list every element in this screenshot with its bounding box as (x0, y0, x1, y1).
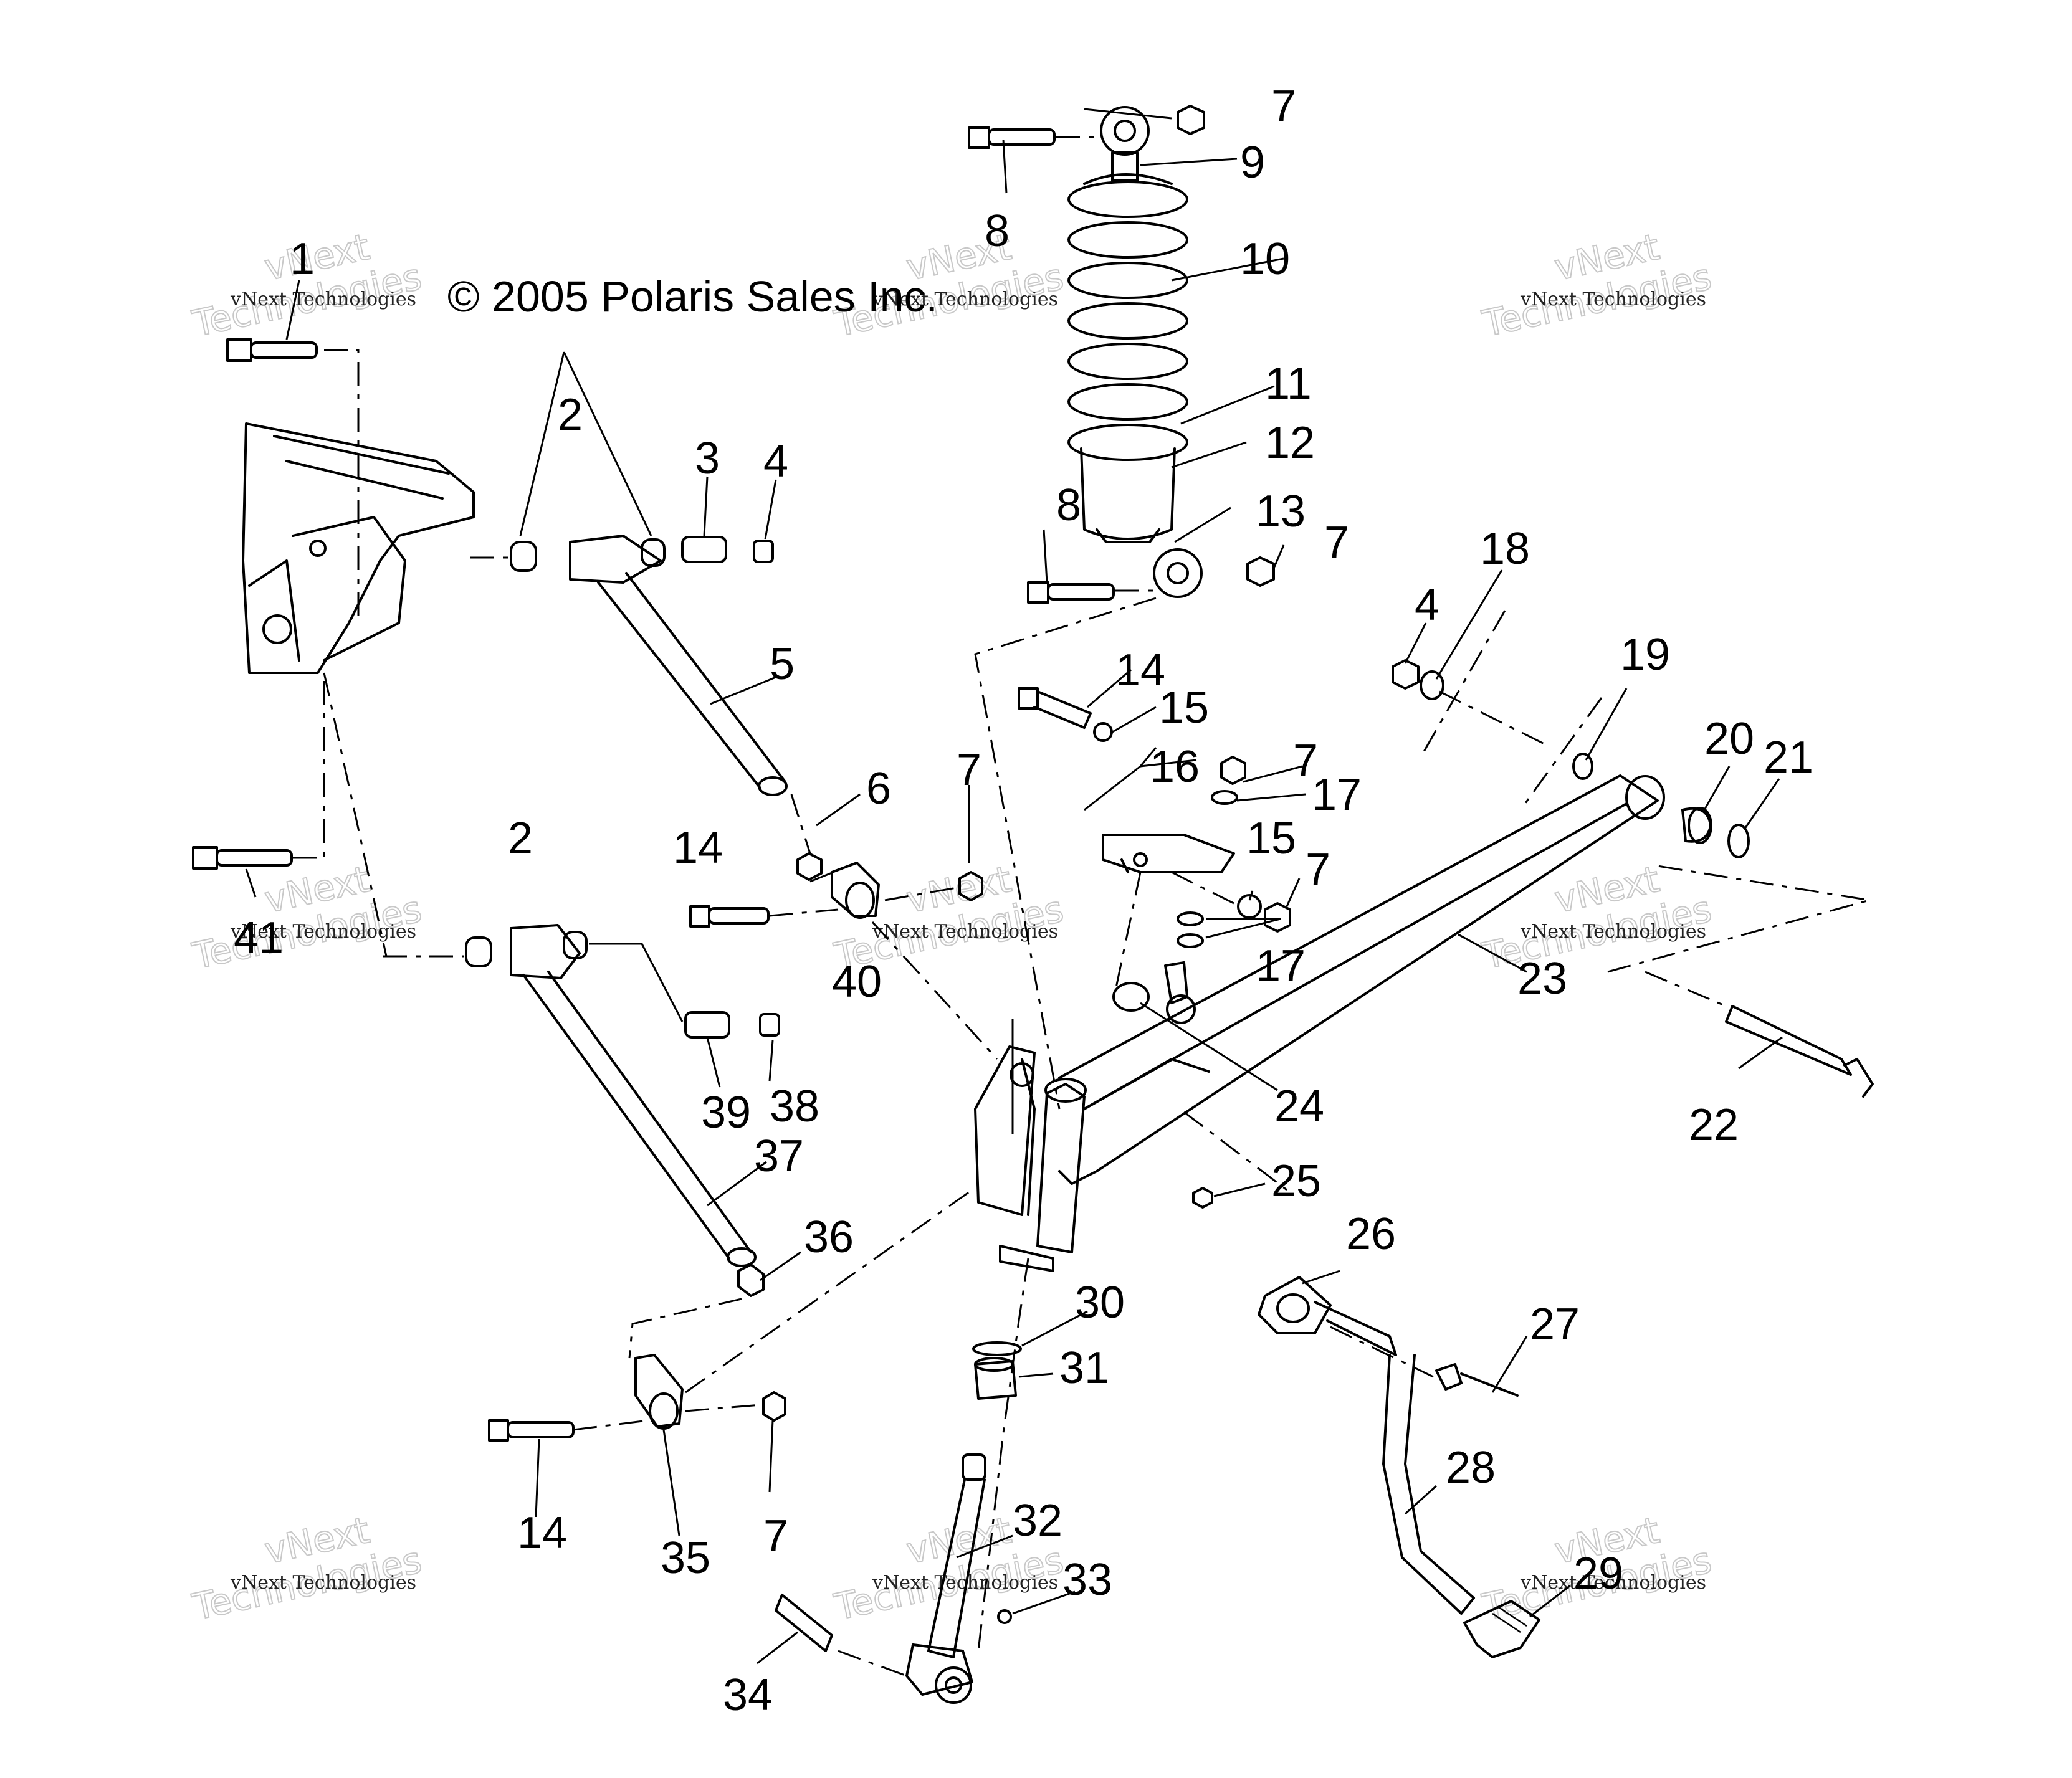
callout-19: 19 (1620, 630, 1670, 680)
callout-8-upper: 8 (985, 206, 1010, 256)
callout-25: 25 (1271, 1156, 1321, 1206)
callout-32: 32 (1013, 1496, 1062, 1546)
bolt-14-upper (1018, 687, 1092, 729)
pin-27 (1435, 1363, 1519, 1397)
watermark-small: vNext Technologies (230, 288, 416, 310)
callout-9: 9 (1240, 138, 1265, 188)
copyright-text: © 2005 Polaris Sales Inc. (447, 272, 938, 321)
callout-3: 3 (695, 434, 720, 483)
ball-joint (1164, 961, 1196, 1024)
callout-29: 29 (1573, 1549, 1623, 1599)
callout-15-lower: 15 (1246, 814, 1296, 863)
callout-35: 35 (661, 1533, 710, 1583)
callout-28: 28 (1446, 1443, 1496, 1493)
callout-37: 37 (754, 1131, 804, 1181)
watermark-small: vNext Technologies (872, 288, 1058, 310)
callout-17-upper: 17 (1312, 770, 1362, 820)
bracket-16 (1102, 834, 1235, 873)
callout-16: 16 (1150, 742, 1200, 792)
callout-13: 13 (1256, 487, 1306, 536)
callout-7-c: 7 (957, 745, 981, 795)
watermark-small: vNext Technologies (230, 921, 416, 943)
callout-4-left: 4 (763, 437, 788, 487)
callout-40: 40 (832, 957, 882, 1007)
callout-7-d: 7 (1293, 736, 1318, 786)
callout-5: 5 (770, 639, 795, 689)
watermark-small: vNext Technologies (1520, 1572, 1706, 1594)
callout-27: 27 (1530, 1300, 1580, 1349)
callout-labels: 1 2 2 3 4 4 5 6 7 7 7 7 7 7 8 8 9 10 11 … (234, 82, 1813, 1720)
frame-bracket (242, 422, 475, 674)
shock-bolt-upper (968, 126, 1056, 149)
bushing-35 (634, 1354, 684, 1430)
bolt-41 (192, 846, 293, 870)
watermark-small: vNext Technologies (872, 921, 1058, 943)
shock-bolt-lower (1027, 581, 1115, 604)
callout-4-right: 4 (1415, 580, 1439, 630)
callout-7-a: 7 (1271, 82, 1296, 131)
spindle-knuckle (974, 1045, 1087, 1272)
trailing-arm (1058, 774, 1665, 1185)
watermark-small: vNext Technologies (1520, 921, 1706, 943)
bolt-1 (226, 338, 318, 362)
callout-15-upper: 15 (1159, 683, 1209, 733)
watermark-small: vNext Technologies (230, 1572, 416, 1594)
steering-post-32 (905, 1453, 986, 1704)
callout-11: 11 (1265, 359, 1312, 409)
brake-pedal (1258, 1276, 1540, 1658)
callout-2-lower: 2 (508, 814, 533, 863)
callout-17-lower: 17 (1256, 941, 1306, 991)
callout-14-lower: 14 (517, 1508, 567, 1558)
bolt-14-lower (488, 1419, 575, 1442)
callout-14-mid: 14 (673, 823, 723, 873)
callout-7-e: 7 (1306, 845, 1330, 895)
callout-30: 30 (1075, 1278, 1125, 1328)
callout-41: 41 (234, 913, 284, 963)
callout-21: 21 (1764, 733, 1813, 782)
callout-14-upper: 14 (1115, 645, 1165, 695)
callout-6: 6 (866, 764, 891, 814)
axle-bolt-22 (1725, 1005, 1874, 1098)
callout-38: 38 (770, 1082, 819, 1131)
callout-7-b: 7 (1324, 518, 1349, 568)
bolt-14-mid (689, 905, 770, 928)
upper-a-arm (510, 535, 788, 796)
callout-26: 26 (1346, 1209, 1396, 1259)
callout-10: 10 (1240, 234, 1290, 284)
callout-1: 1 (290, 234, 315, 284)
callout-31: 31 (1059, 1343, 1109, 1393)
callout-7-f: 7 (763, 1511, 788, 1561)
lower-a-arm (465, 924, 780, 1267)
callout-36: 36 (804, 1212, 854, 1262)
callout-18: 18 (1480, 524, 1530, 574)
callout-20: 20 (1704, 714, 1754, 764)
callout-8-lower: 8 (1056, 480, 1081, 530)
callout-22: 22 (1689, 1100, 1739, 1150)
callout-34: 34 (723, 1670, 773, 1720)
pin-34 (775, 1594, 833, 1652)
callout-12: 12 (1265, 418, 1315, 468)
callout-33: 33 (1062, 1555, 1112, 1605)
bushing-40 (831, 862, 880, 919)
watermark-small: vNext Technologies (1520, 288, 1706, 310)
shock-absorber (1067, 106, 1203, 598)
callout-39: 39 (701, 1088, 751, 1138)
callout-2-upper: 2 (558, 390, 583, 440)
callout-23: 23 (1517, 954, 1567, 1004)
callout-24: 24 (1274, 1082, 1324, 1131)
